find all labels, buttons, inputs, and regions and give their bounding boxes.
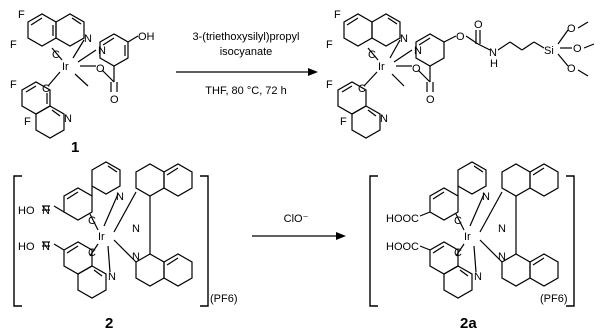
atom-f: F [24,116,31,128]
arrow-head-icon [308,68,318,76]
atom-ho: HO [18,241,35,253]
arrow-head-icon [336,232,346,240]
compound-1-structure [21,13,139,139]
atom-ir: Ir [62,61,69,73]
atom-f: F [18,9,25,21]
atom-n: N [414,45,422,57]
atom-n: N [108,271,116,283]
compound-label-1: 1 [71,139,79,156]
counterion-label: (PF6) [210,293,238,305]
atom-o: O [573,43,582,55]
atom-oh: OH [138,31,155,43]
compound-2a-structure [419,161,559,299]
reagent-line-2: isocyanate [220,46,273,58]
atom-f: F [326,79,333,91]
atom-ir: Ir [378,61,385,73]
atom-n: N [380,113,388,125]
atom-f: F [326,39,333,51]
compound-2-structure [42,161,193,299]
atom-o: O [96,63,105,75]
atom-c: C [52,49,60,61]
atom-n: N [64,113,72,125]
reagent-clo: ClO⁻ [284,213,309,225]
counterion-label: (PF6) [540,293,568,305]
atom-o: O [474,19,483,31]
left-bracket [13,175,22,307]
right-bracket [566,175,575,307]
atom-c: C [368,49,376,61]
atom-ir: Ir [464,231,471,243]
atom-f: F [340,116,347,128]
atom-ir: Ir [98,231,105,243]
atom-hooc: HOOC [386,213,419,225]
atom-n: N [498,223,506,235]
atom-n: N [132,251,140,263]
atom-n: N [132,223,140,235]
atom-n: N [98,45,106,57]
atom-n: N [498,251,506,263]
atom-c: C [88,247,96,259]
atom-c: C [88,215,96,227]
reagent-line-1: 3-(triethoxysilyl)propyl [193,31,300,43]
atom-f: F [10,79,17,91]
atom-o: O [456,31,465,43]
atom-n: N [42,205,50,217]
atom-o: O [426,94,435,106]
product-1-structure [337,13,595,139]
atom-hooc: HOOC [386,241,419,253]
atom-ho: HO [18,205,35,217]
atom-f: F [10,39,17,51]
right-bracket [200,175,209,307]
reaction-conditions: THF, 80 °C, 72 h [205,85,286,97]
atom-n: N [42,241,50,253]
atom-n: N [84,33,92,45]
compound-label-2: 2 [105,315,113,332]
compound-label-2a: 2a [460,315,477,332]
atom-c: C [42,83,50,95]
atom-o: O [567,63,576,75]
left-bracket [369,175,378,307]
atom-n: N [116,191,124,203]
atom-n: N [489,47,497,59]
atom-n: N [474,271,482,283]
atom-f: F [334,9,341,21]
atom-o: O [567,23,576,35]
atom-n: N [482,191,490,203]
atom-h: H [490,58,498,70]
atom-n: N [400,33,408,45]
atom-c: C [358,83,366,95]
atom-c: C [454,215,462,227]
atom-o: O [110,94,119,106]
atom-si: Si [544,45,554,57]
atom-c: C [454,247,462,259]
atom-o: O [412,63,421,75]
